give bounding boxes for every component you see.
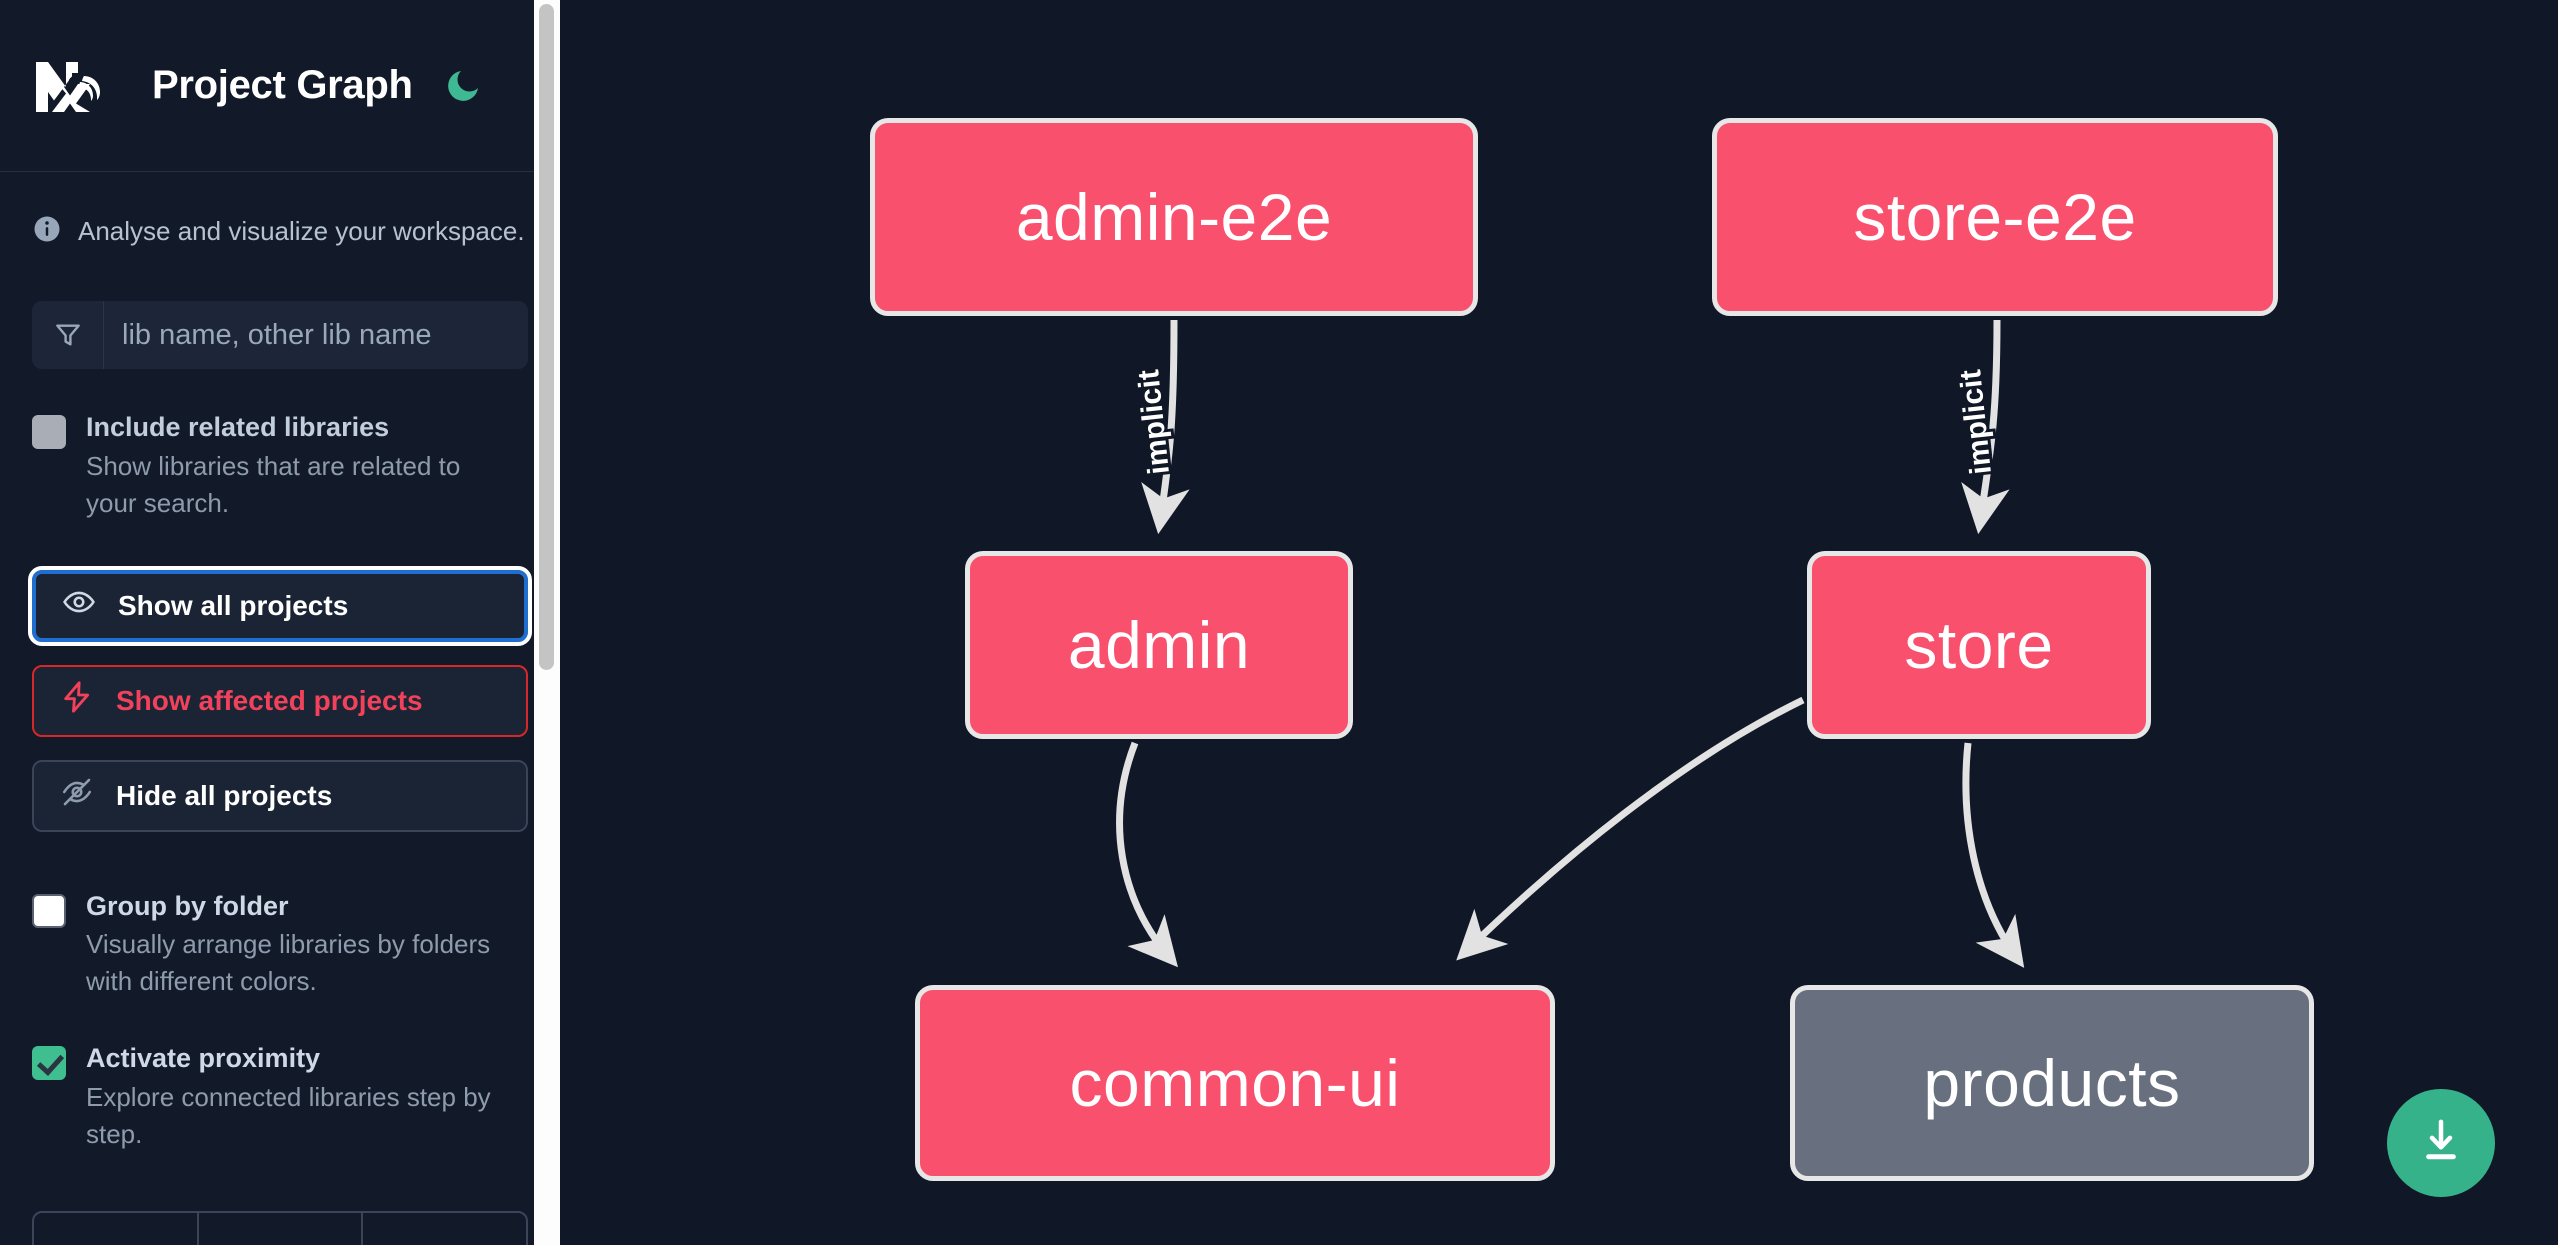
segment-option[interactable] bbox=[363, 1213, 526, 1245]
show-affected-projects-button[interactable]: Show affected projects bbox=[32, 664, 528, 737]
checkbox-label: Include related libraries bbox=[86, 412, 390, 442]
checkbox-box[interactable] bbox=[32, 893, 66, 928]
page-title: Project Graph bbox=[152, 63, 413, 107]
nx-logo-icon bbox=[32, 56, 124, 116]
node-label: store-e2e bbox=[1853, 180, 2137, 254]
edge-store-e2e-to-store bbox=[1961, 319, 2010, 535]
eye-icon bbox=[62, 585, 96, 626]
segment-option[interactable] bbox=[199, 1213, 364, 1245]
checkbox-activate-proximity[interactable]: Activate proximity Explore connected lib… bbox=[32, 1042, 528, 1153]
node-label: admin-e2e bbox=[1015, 180, 1333, 254]
show-all-projects-button[interactable]: Show all projects bbox=[28, 565, 532, 646]
tagline: Analyse and visualize your workspace. bbox=[32, 214, 528, 249]
graph-node-store-e2e[interactable]: store-e2e bbox=[1712, 118, 2278, 316]
button-label: Show all projects bbox=[118, 589, 349, 621]
graph-node-admin-e2e[interactable]: admin-e2e bbox=[870, 118, 1478, 316]
graph-node-admin[interactable]: admin bbox=[965, 551, 1353, 739]
checkbox-label: Group by folder bbox=[86, 890, 289, 921]
checkbox-description: Visually arrange libraries by folders wi… bbox=[86, 929, 491, 997]
checkbox-description: Show libraries that are related to your … bbox=[86, 450, 461, 518]
segment-option[interactable] bbox=[34, 1213, 199, 1245]
checkbox-description: Explore connected libraries step by step… bbox=[86, 1081, 491, 1149]
scrollbar-thumb[interactable] bbox=[539, 4, 554, 670]
filter-funnel-icon bbox=[32, 301, 104, 369]
checkbox-group-by-folder[interactable]: Group by folder Visually arrange librari… bbox=[32, 890, 528, 1001]
graph-node-store[interactable]: store bbox=[1807, 551, 2151, 739]
search-bar[interactable] bbox=[32, 301, 528, 369]
sidebar-body: Analyse and visualize your workspace. In… bbox=[0, 214, 560, 1153]
edge-store-to-common-ui bbox=[1456, 696, 1805, 961]
checkbox-box[interactable] bbox=[32, 415, 66, 449]
graph-node-products[interactable]: products bbox=[1790, 985, 2314, 1181]
node-label: products bbox=[1923, 1046, 2181, 1120]
edge-admin-to-common-ui bbox=[1116, 741, 1178, 968]
graph-canvas[interactable]: admin-e2e store-e2e admin store common-u… bbox=[560, 0, 2558, 1245]
layout-options: Group by folder Visually arrange librari… bbox=[32, 890, 528, 1153]
edge-admin-e2e-to-admin bbox=[1141, 319, 1190, 535]
search-input[interactable] bbox=[104, 301, 528, 369]
moon-icon[interactable] bbox=[441, 64, 485, 108]
hide-all-projects-button[interactable]: Hide all projects bbox=[32, 759, 528, 832]
node-label: store bbox=[1904, 608, 2054, 682]
graph-edges bbox=[1116, 319, 2025, 968]
eye-off-icon bbox=[60, 775, 94, 816]
project-visibility-buttons: Show all projects Show affected projects bbox=[28, 565, 532, 832]
node-label: admin bbox=[1067, 608, 1251, 682]
info-icon bbox=[32, 214, 62, 249]
lightning-bolt-icon bbox=[60, 680, 94, 721]
sidebar-header: Project Graph bbox=[0, 0, 560, 172]
sidebar-scrollbar[interactable] bbox=[534, 0, 560, 1245]
checkbox-box[interactable] bbox=[32, 1046, 66, 1081]
graph-node-common-ui[interactable]: common-ui bbox=[915, 985, 1555, 1181]
button-label: Show affected projects bbox=[116, 684, 423, 716]
button-label: Hide all projects bbox=[116, 779, 333, 811]
sidebar: Project Graph Analyse and visualize your… bbox=[0, 0, 560, 1245]
checkbox-include-related-libraries[interactable]: Include related libraries Show libraries… bbox=[32, 411, 528, 522]
download-icon bbox=[2414, 1114, 2468, 1173]
edge-store-to-products bbox=[1962, 742, 2025, 968]
node-label: common-ui bbox=[1069, 1046, 1401, 1120]
download-graph-button[interactable] bbox=[2387, 1089, 2495, 1197]
tagline-text: Analyse and visualize your workspace. bbox=[78, 216, 525, 246]
proximity-segmented-control[interactable] bbox=[32, 1211, 528, 1245]
checkbox-label: Activate proximity bbox=[86, 1043, 321, 1074]
